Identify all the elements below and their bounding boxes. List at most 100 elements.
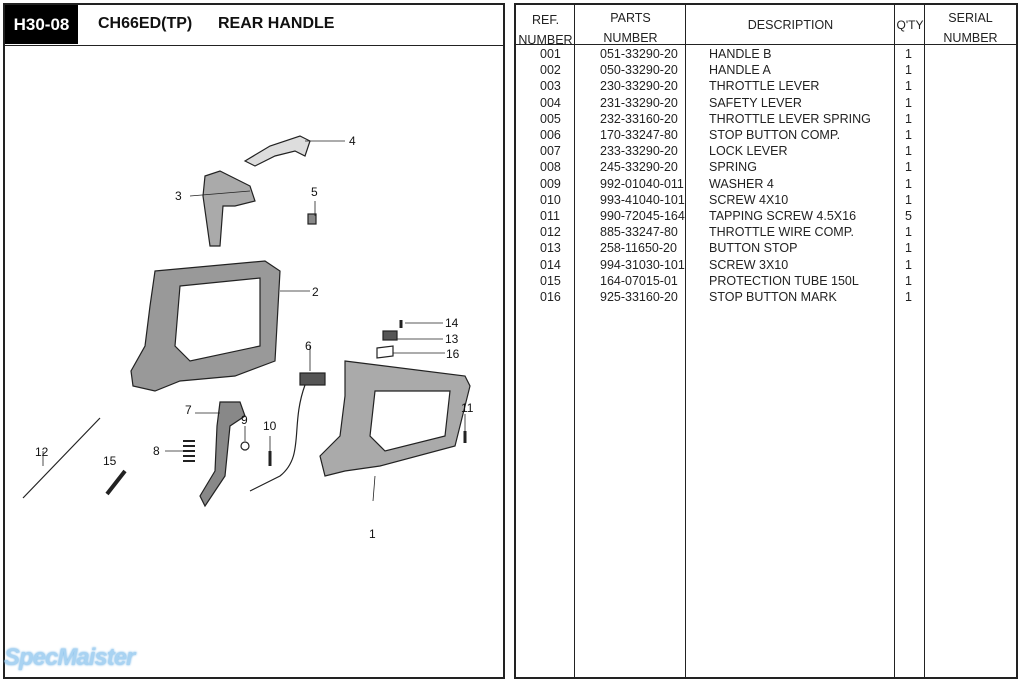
- diagram-header: H30-08 CH66ED(TP) REAR HANDLE: [5, 5, 503, 46]
- part-spring: [307, 213, 317, 225]
- ref-number: 013: [540, 241, 561, 256]
- quantity: 1: [905, 241, 912, 256]
- header-ref: REF.NUMBER: [516, 5, 575, 47]
- page-title: REAR HANDLE: [218, 15, 335, 32]
- callout: 8: [153, 444, 160, 458]
- part-number: 925-33160-20: [600, 290, 678, 304]
- callout: 7: [185, 403, 192, 417]
- part-number: 885-33247-80: [600, 225, 678, 240]
- quantity: 1: [905, 63, 912, 78]
- callout: 11: [461, 401, 474, 415]
- description: STOP BUTTON MARK: [709, 290, 837, 304]
- table-row: 013 258-11650-20 BUTTON STOP 1: [516, 240, 1016, 256]
- part-number: 258-11650-20: [600, 241, 677, 256]
- part-lock-lever: [199, 401, 246, 508]
- quantity: 1: [905, 79, 912, 94]
- part-safety-lever: [243, 135, 311, 167]
- ref-number: 005: [540, 111, 561, 126]
- quantity: 1: [905, 176, 912, 191]
- table-row: 009 992-01040-011 WASHER 4 1: [516, 176, 1016, 192]
- callout: 5: [311, 185, 318, 199]
- header-description: DESCRIPTION: [686, 5, 895, 45]
- callout: 3: [175, 189, 182, 203]
- table-row: 010 993-41040-101 SCREW 4X10 1: [516, 192, 1016, 208]
- model-name: CH66ED(TP): [98, 15, 193, 32]
- quantity: 1: [905, 160, 912, 175]
- callout: 10: [263, 419, 277, 433]
- description: BUTTON STOP: [709, 241, 798, 256]
- part-number: 993-41040-101: [600, 192, 685, 207]
- callout: 13: [445, 332, 459, 346]
- callout: 6: [305, 339, 312, 353]
- table-row: 005 232-33160-20 THROTTLE LEVER SPRING 1: [516, 111, 1016, 127]
- ref-number: 002: [540, 63, 561, 78]
- callout: 15: [103, 454, 117, 468]
- section-code: H30-08: [5, 5, 78, 44]
- ref-number: 003: [540, 79, 561, 94]
- part-stop-button: [299, 372, 326, 386]
- quantity: 1: [905, 144, 912, 159]
- quantity: 1: [905, 128, 912, 142]
- callout: 1: [369, 527, 376, 541]
- quantity: 1: [905, 95, 912, 110]
- part-protection-tube: [105, 469, 127, 496]
- table-row: 014 994-31030-101 SCREW 3X10 1: [516, 257, 1016, 273]
- part-button-stop: [382, 330, 398, 341]
- quantity: 1: [905, 192, 912, 207]
- part-washer: [240, 441, 250, 451]
- part-throttle-lever: [202, 170, 256, 247]
- table-row: 016 925-33160-20 STOP BUTTON MARK 1: [516, 289, 1016, 305]
- ref-number: 007: [540, 144, 561, 159]
- part-spring-8: [183, 440, 195, 462]
- table-row: 004 231-33290-20 SAFETY LEVER 1: [516, 95, 1016, 111]
- table-row: 012 885-33247-80 THROTTLE WIRE COMP. 1: [516, 224, 1016, 240]
- description: SPRING: [709, 160, 757, 175]
- part-number: 230-33290-20: [600, 79, 678, 94]
- description: THROTTLE LEVER: [709, 79, 820, 94]
- description: HANDLE A: [709, 63, 771, 78]
- callout: 14: [445, 316, 459, 330]
- description: PROTECTION TUBE 150L: [709, 273, 859, 288]
- ref-number: 016: [540, 290, 561, 304]
- ref-number: 015: [540, 273, 561, 288]
- table-row: 011 990-72045-164 TAPPING SCREW 4.5X16 5: [516, 208, 1016, 224]
- ref-number: 009: [540, 176, 561, 191]
- description: TAPPING SCREW 4.5X16: [709, 209, 857, 223]
- callout: 12: [35, 445, 49, 459]
- part-number: 994-31030-101: [600, 257, 685, 272]
- header-qty: Q'TY: [895, 5, 925, 45]
- part-throttle-wire: [22, 417, 101, 499]
- part-number: 164-07015-01: [600, 273, 678, 288]
- part-number: 233-33290-20: [600, 144, 678, 159]
- ref-number: 012: [540, 225, 561, 240]
- ref-number: 004: [540, 95, 561, 110]
- description: HANDLE B: [709, 47, 772, 61]
- description: WASHER 4: [709, 176, 774, 191]
- watermark-logo: SpecMaister: [4, 644, 135, 671]
- table-row: 007 233-33290-20 LOCK LEVER 1: [516, 143, 1016, 159]
- description: THROTTLE LEVER SPRING: [709, 111, 871, 126]
- diagram-panel: H30-08 CH66ED(TP) REAR HANDLE 1 2 3 4 5 …: [3, 3, 505, 679]
- table-row: 001 051-33290-20 HANDLE B 1: [516, 46, 1016, 62]
- callout-labels: 1 2 3 4 5 6 7 8 9 10 11 12 13 14 15 16: [35, 134, 474, 541]
- part-number: 245-33290-20: [600, 160, 678, 175]
- callout: 4: [349, 134, 356, 148]
- quantity: 1: [905, 273, 912, 288]
- part-number: 231-33290-20: [600, 95, 678, 110]
- part-number: 990-72045-164: [600, 209, 685, 223]
- ref-number: 006: [540, 128, 561, 142]
- description: SCREW 4X10: [709, 192, 789, 207]
- part-number: 992-01040-011: [600, 176, 684, 191]
- quantity: 1: [905, 111, 912, 126]
- exploded-parts-diagram: 1 2 3 4 5 6 7 8 9 10 11 12 13 14 15 16: [22, 134, 474, 541]
- quantity: 1: [905, 290, 912, 304]
- table-row: 015 164-07015-01 PROTECTION TUBE 150L 1: [516, 273, 1016, 289]
- callout: 16: [446, 347, 460, 361]
- part-number: 050-33290-20: [600, 63, 678, 78]
- ref-number: 011: [540, 209, 560, 223]
- description: THROTTLE WIRE COMP.: [709, 225, 854, 240]
- table-row: 003 230-33290-20 THROTTLE LEVER 1: [516, 78, 1016, 94]
